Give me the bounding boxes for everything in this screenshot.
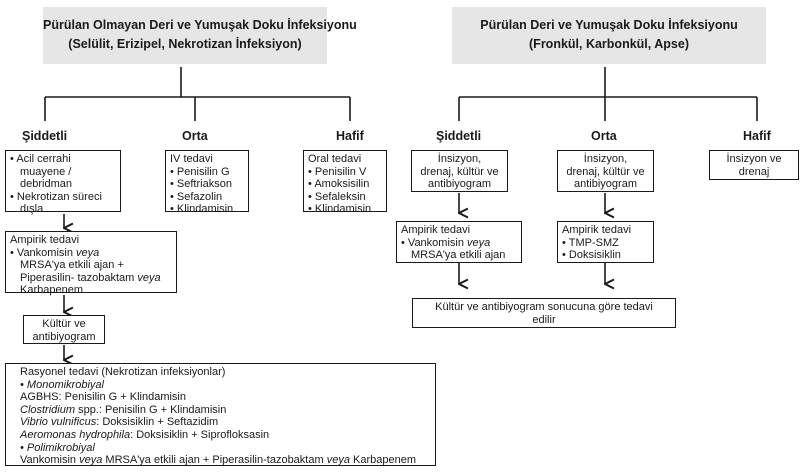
list-item: Vankomisin veya <box>401 237 517 250</box>
regimen-text: spp.: Penisilin G + Klindamisin <box>75 403 227 416</box>
box-title: Ampirik tedavi <box>10 234 80 246</box>
list-item: Vankomisin veya MRSA'ya etkili ajan + Pi… <box>20 454 431 467</box>
box-line: edilir <box>532 313 556 326</box>
or-text: veya <box>326 454 350 467</box>
box-line: antibiyogram <box>32 330 96 343</box>
box-line: drenaj <box>738 165 770 178</box>
left-header-title: Pürülan Olmayan Deri ve Yumuşak Doku İnf… <box>43 18 357 32</box>
organism-text: Clostridium <box>20 403 76 416</box>
right-final-box: Kültür ve antibiyogram sonucuna göre ted… <box>412 298 676 328</box>
list-item: MRSA'ya etkili ajan <box>411 249 506 262</box>
box-line: antibiyogram <box>574 178 637 191</box>
regimen-text: : Doksisiklin + Siprofloksasin <box>130 428 270 441</box>
left-moderate-label: Orta <box>182 129 208 143</box>
left-severe-label: Şiddetli <box>22 129 68 143</box>
organism-text: Vibrio vulnificus <box>20 416 97 429</box>
or-text: veya <box>79 454 103 467</box>
regimen-text: Karbapenem <box>349 454 416 467</box>
list-item: dışla <box>20 203 44 216</box>
drug-text: Piperasilin- tazobaktam <box>20 271 138 284</box>
right-header: Pürülan Deri ve Yumuşak Doku İnfeksiyonu… <box>452 7 766 64</box>
right-moderate-label: Orta <box>591 129 617 143</box>
left-moderate-iv-box: IV tedavi Penisilin G Seftriakson Sefazo… <box>165 150 249 215</box>
list-item: Sefaleksin <box>308 191 382 204</box>
box-title: Ampirik tedavi <box>562 224 632 236</box>
list-item: Klindamisin <box>308 203 382 216</box>
list-item: Monomikrobiyal <box>20 379 431 392</box>
list-item: Piperasilin- tazobaktam veya <box>10 272 172 285</box>
list-item: Polimikrobiyal <box>20 442 431 455</box>
or-text: veya <box>137 271 161 284</box>
box-line: İnsizyon ve <box>726 153 782 165</box>
regimen-text: : Doksisiklin + Seftazidim <box>96 416 219 429</box>
list-item: Clostridium spp.: Penisilin G + Klindami… <box>20 404 431 417</box>
list-item: debridman <box>20 178 72 191</box>
list-item: Klindamisin <box>170 203 244 216</box>
left-culture-box: Kültür ve antibiyogram <box>23 315 105 344</box>
list-item: Aeromonas hydrophila: Doksisiklin + Sipr… <box>20 429 431 442</box>
box-title: Ampirik tedavi <box>401 224 471 236</box>
box-line: İnsizyon, <box>437 153 482 165</box>
box-line: Kültür ve antibiyogram sonucuna göre ted… <box>435 301 653 313</box>
rational-therapy-box: Rasyonel tedavi (Nekrotizan infeksiyonla… <box>5 363 436 466</box>
list-item: Vankomisin veya <box>10 247 172 260</box>
right-header-subtitle: (Fronkül, Karbonkül, Apse) <box>529 37 689 51</box>
or-text: veya <box>76 246 100 259</box>
list-item: Penisilin G <box>170 166 244 179</box>
box-line: antibiyogram <box>428 178 491 191</box>
regimen-text: Vankomisin <box>20 454 80 467</box>
list-item: Karbapenem <box>20 284 83 297</box>
list-item: Acil cerrahi <box>10 153 116 166</box>
list-item: Doksisiklin <box>562 249 649 262</box>
left-header-subtitle: (Selülit, Erizipel, Nekrotizan İnfeksiyo… <box>68 37 302 51</box>
drug-text: Vankomisin <box>407 236 468 249</box>
left-mild-label: Hafif <box>336 129 364 143</box>
right-severe-incision-box: İnsizyon, drenaj, kültür ve antibiyogram <box>411 150 508 192</box>
list-item: AGBHS: Penisilin G + Klindamisin <box>20 391 186 404</box>
right-severe-empiric-box: Ampirik tedavi Vankomisin veya MRSA'ya e… <box>396 221 522 263</box>
box-line: drenaj, kültür ve <box>566 165 645 178</box>
organism-text: Aeromonas hydrophila <box>20 428 131 441</box>
left-mild-oral-box: Oral tedavi Penisilin V Amoksisilin Sefa… <box>303 150 387 215</box>
or-text: veya <box>467 236 491 249</box>
list-item: Nekrotizan süreci <box>10 191 116 204</box>
right-mild-incision-box: İnsizyon ve drenaj <box>709 150 799 180</box>
left-header: Pürülan Olmayan Deri ve Yumuşak Doku İnf… <box>43 7 357 64</box>
box-line: Kültür ve <box>42 318 86 330</box>
list-item: Penisilin V <box>308 166 382 179</box>
right-header-title: Pürülan Deri ve Yumuşak Doku İnfeksiyonu <box>480 18 738 32</box>
box-title: Rasyonel tedavi (Nekrotizan infeksiyonla… <box>20 366 226 378</box>
box-line: drenaj, kültür ve <box>420 165 499 178</box>
list-item: muayene / <box>20 165 72 178</box>
box-title: IV tedavi <box>170 153 213 165</box>
right-severe-label: Şiddetli <box>436 129 482 143</box>
box-title: Oral tedavi <box>308 153 362 165</box>
regimen-text: MRSA'ya etkili ajan + Piperasilin-tazoba… <box>102 454 327 467</box>
box-line: İnsizyon, <box>583 153 628 165</box>
right-moderate-incision-box: İnsizyon, drenaj, kültür ve antibiyogram <box>557 150 654 192</box>
list-item: TMP-SMZ <box>562 237 649 250</box>
list-item: Sefazolin <box>170 191 244 204</box>
list-item: Amoksisilin <box>308 178 382 191</box>
list-item: Vibrio vulnificus: Doksisiklin + Seftazi… <box>20 416 431 429</box>
list-item: MRSA'ya etkili ajan + <box>20 259 124 272</box>
left-severe-surgery-box: Acil cerrahi muayene / debridman Nekroti… <box>5 150 121 215</box>
right-moderate-empiric-box: Ampirik tedavi TMP-SMZ Doksisiklin <box>557 221 654 263</box>
list-item: Seftriakson <box>170 178 244 191</box>
right-mild-label: Hafif <box>743 129 771 143</box>
drug-text: Vankomisin <box>16 246 77 259</box>
left-severe-empiric-box: Ampirik tedavi Vankomisin veya MRSA'ya e… <box>5 231 177 296</box>
